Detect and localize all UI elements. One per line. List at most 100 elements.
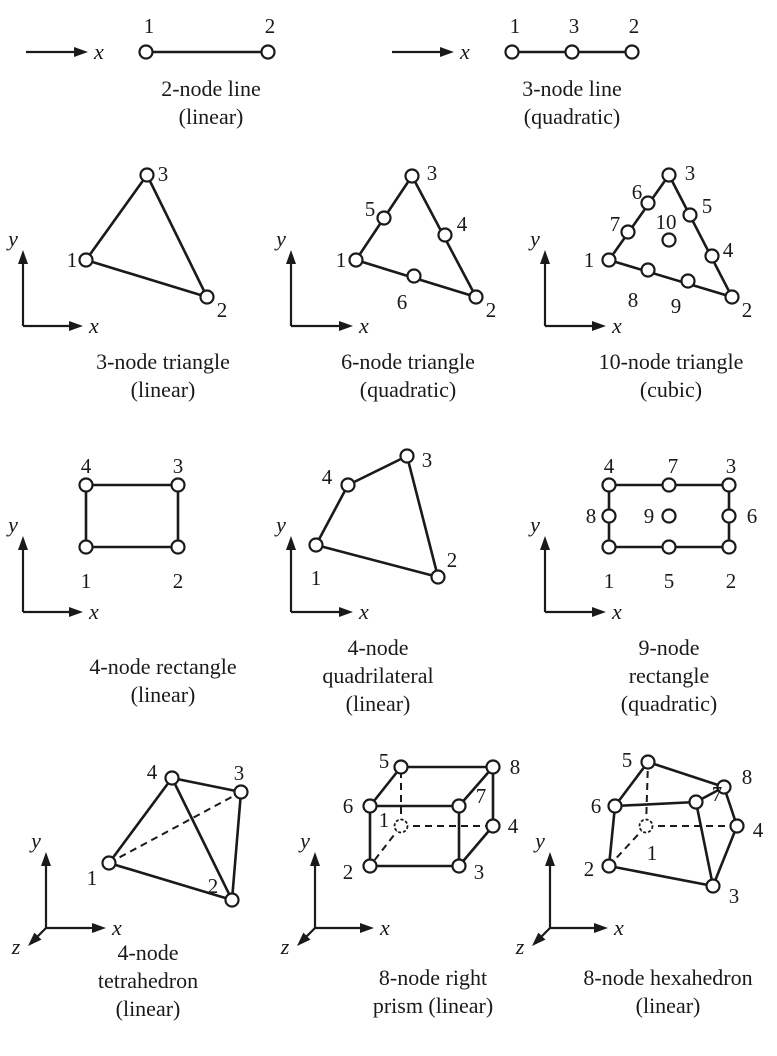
node-label: 1 <box>67 248 78 272</box>
element-edge <box>84 258 209 299</box>
node-label: 4 <box>604 454 615 478</box>
node-label: 3 <box>474 860 485 884</box>
element-edge <box>405 454 440 579</box>
node-marker <box>233 784 249 800</box>
x-axis-label: x <box>88 599 99 624</box>
node-label: 9 <box>644 504 655 528</box>
element-edge <box>314 483 350 547</box>
arrow-head <box>592 607 606 617</box>
node-marker <box>661 539 677 555</box>
x-axis-label: x <box>111 915 122 940</box>
z-axis-label: z <box>11 934 21 959</box>
node-marker <box>601 252 617 268</box>
node-marker <box>138 44 154 60</box>
node-marker <box>624 44 640 60</box>
node-label: 1 <box>510 14 521 38</box>
element-edge <box>84 173 149 262</box>
node-marker <box>640 195 656 211</box>
node-label: 4 <box>753 818 764 842</box>
node-marker <box>601 508 617 524</box>
node-marker <box>661 232 677 248</box>
arrow-head <box>594 923 608 933</box>
arrow-head <box>545 852 555 866</box>
element-edge <box>613 800 698 808</box>
node-marker <box>704 248 720 264</box>
element-edge <box>667 173 734 299</box>
element-edge <box>368 765 403 808</box>
node-marker <box>78 252 94 268</box>
element-caption-line: 4-node <box>347 635 408 660</box>
y-axis-label: y <box>6 226 18 251</box>
node-marker <box>640 262 656 278</box>
node-label: 8 <box>510 755 521 779</box>
node-label: 1 <box>584 248 595 272</box>
node-label: 2 <box>173 569 184 593</box>
y-axis-label: y <box>274 226 286 251</box>
element-caption-line: (quadratic) <box>360 377 457 402</box>
node-marker <box>721 477 737 493</box>
arrow-head <box>18 536 28 550</box>
node-marker <box>661 477 677 493</box>
arrow-head <box>360 923 374 933</box>
arrow-head <box>297 932 311 946</box>
node-marker <box>682 207 698 223</box>
element-caption-line: 4-node <box>117 940 178 965</box>
element-caption-line: rectangle <box>629 663 710 688</box>
node-label: 8 <box>628 288 639 312</box>
node-marker <box>260 44 276 60</box>
node-marker <box>601 539 617 555</box>
node-label: 2 <box>742 298 753 322</box>
node-label: 2 <box>208 874 219 898</box>
element-edge <box>607 804 617 868</box>
axis-triad-5: xy <box>528 226 622 338</box>
node-marker <box>101 855 117 871</box>
node-label: 4 <box>322 465 333 489</box>
element-caption-line: 3-node line <box>522 76 622 101</box>
x-axis-label: x <box>459 39 470 64</box>
arrow-head <box>74 47 88 57</box>
element-edge <box>170 776 234 902</box>
node-label: 10 <box>656 210 677 234</box>
element-caption-line: prism (linear) <box>373 993 493 1018</box>
arrow-head <box>540 536 550 550</box>
node-label: 5 <box>379 749 390 773</box>
y-axis-label: y <box>274 512 286 537</box>
hidden-edge <box>608 825 647 867</box>
node-label: 3 <box>173 454 184 478</box>
element-edge <box>145 173 209 299</box>
node-marker <box>620 224 636 240</box>
arrow-head <box>28 932 42 946</box>
axis-triad-7: xy <box>274 512 369 624</box>
element-edge <box>457 824 495 868</box>
node-label: 6 <box>397 290 408 314</box>
node-label: 3 <box>569 14 580 38</box>
x-axis-label: x <box>611 599 622 624</box>
node-label: 2 <box>265 14 276 38</box>
axis-triad-10: xyz <box>280 828 390 959</box>
node-label: 1 <box>647 841 658 865</box>
node-label: 7 <box>668 454 679 478</box>
element-caption-line: 4-node rectangle <box>89 654 236 679</box>
node-marker <box>437 227 453 243</box>
node-marker <box>78 539 94 555</box>
node-label: 3 <box>158 162 169 186</box>
element-edge <box>346 454 409 487</box>
axis-triad-9: x y z <box>11 828 122 959</box>
node-marker <box>139 167 155 183</box>
node-label: 2 <box>726 569 737 593</box>
node-label: 6 <box>747 504 758 528</box>
node-label: 4 <box>457 212 468 236</box>
arrow-head <box>440 47 454 57</box>
element-caption-line: (linear) <box>116 996 181 1021</box>
axis-triad-6: xy <box>6 512 99 624</box>
y-axis-label: y <box>29 828 41 853</box>
node-marker <box>638 818 654 834</box>
element-caption-line: 2-node line <box>161 76 261 101</box>
node-label: 2 <box>629 14 640 38</box>
element-caption-line: (linear) <box>131 682 196 707</box>
x-axis-label: x <box>358 599 369 624</box>
